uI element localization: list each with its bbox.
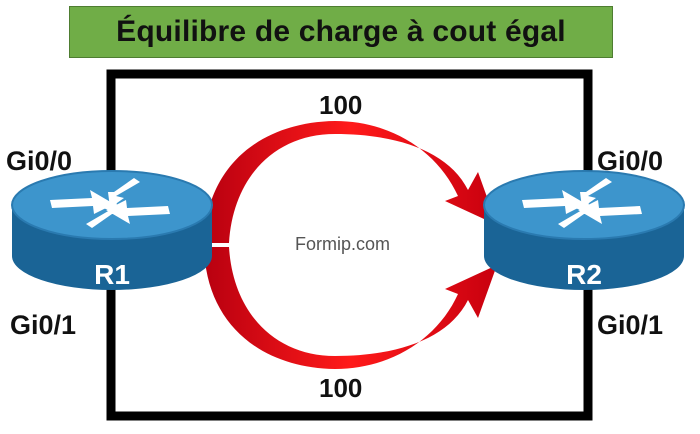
r2-interface-top: Gi0/0 (597, 146, 664, 176)
arrow-bottom (204, 247, 497, 369)
watermark: Formip.com (295, 234, 391, 254)
router-r1-label: R1 (94, 259, 130, 290)
title-banner: Équilibre de charge à cout égal (69, 6, 613, 58)
r1-interface-bottom: Gi0/1 (10, 310, 77, 340)
load-balance-arrow-icon (204, 121, 497, 369)
bottom-link-cost: 100 (319, 373, 363, 403)
router-icon (11, 170, 213, 290)
top-link-cost: 100 (319, 90, 363, 120)
r2-interface-bottom: Gi0/1 (597, 310, 664, 340)
router-r2-label: R2 (566, 259, 602, 290)
page-title: Équilibre de charge à cout égal (116, 15, 566, 48)
router-r1[interactable] (11, 170, 213, 290)
r1-interface-top: Gi0/0 (6, 146, 73, 176)
router-icon (483, 170, 685, 290)
arrow-top (204, 121, 497, 243)
router-r2[interactable] (483, 170, 685, 290)
